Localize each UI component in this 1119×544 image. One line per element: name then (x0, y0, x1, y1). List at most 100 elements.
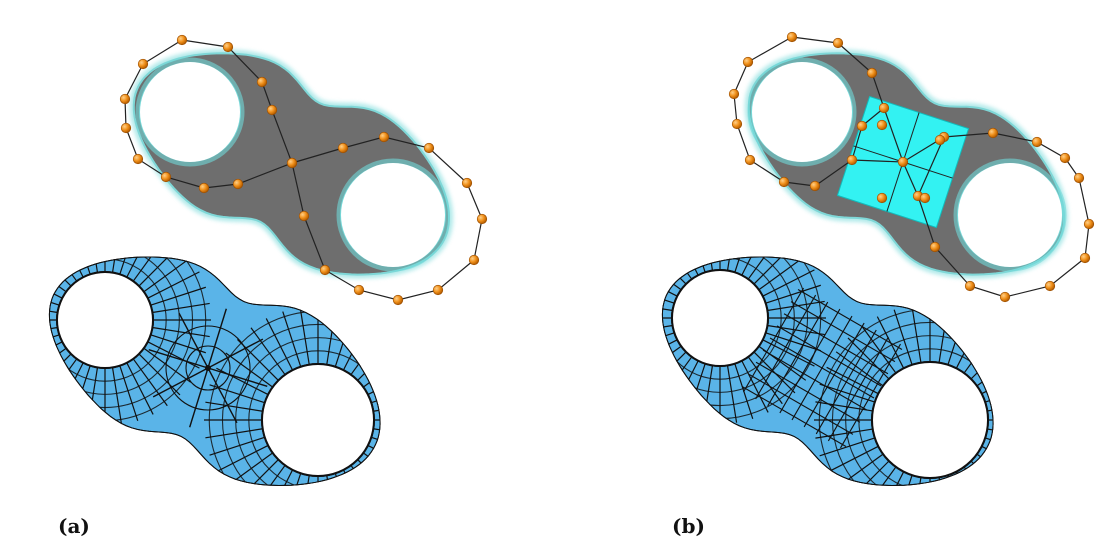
skeleton-node (897, 156, 909, 168)
quad-mesh-b (661, 256, 994, 486)
skeleton-b (728, 31, 1095, 303)
mesh-spoke (765, 332, 821, 352)
mesh-spoke (947, 474, 967, 486)
mesh-spoke (661, 256, 693, 280)
skeleton-node (392, 294, 404, 306)
skeleton-node (964, 280, 976, 292)
skeleton-node (832, 37, 844, 49)
grid-line (762, 349, 868, 411)
skeleton-node (137, 58, 149, 70)
mesh-spoke (661, 345, 682, 381)
mesh-spoke (661, 256, 682, 291)
skeleton-node (476, 213, 488, 225)
star-edge (189, 367, 209, 428)
mesh-spoke (265, 469, 294, 486)
grid-line (748, 373, 854, 435)
skeleton-node (468, 254, 480, 266)
mesh-spoke (367, 444, 381, 473)
skeleton-node (731, 118, 743, 130)
mesh-spoke (150, 334, 206, 354)
mesh-spoke (71, 256, 91, 275)
panel-a: (a) (48, 34, 488, 538)
mesh-spoke (350, 327, 381, 376)
mesh-spoke (334, 473, 354, 486)
hole (341, 163, 445, 267)
skeleton-node (1073, 172, 1085, 184)
skeleton-node (198, 182, 210, 194)
mesh-spoke (819, 383, 876, 403)
mesh-spoke (48, 302, 58, 314)
skeleton-node (256, 76, 268, 88)
mesh-spoke (661, 269, 678, 297)
mesh-spoke (847, 337, 890, 380)
skeleton-node (286, 157, 298, 169)
skeleton-node (120, 122, 132, 134)
mesh-spoke (48, 347, 67, 383)
grid-line (755, 361, 861, 423)
mesh-spoke (826, 366, 879, 395)
mesh-spoke (147, 341, 200, 369)
hole (140, 62, 240, 162)
hole (752, 62, 852, 162)
mesh-spoke (976, 453, 994, 486)
mesh-spoke (747, 256, 783, 280)
mesh-spoke (362, 352, 381, 388)
mesh-spoke (741, 256, 769, 276)
skeleton-node (1083, 218, 1095, 230)
mesh-spoke (911, 477, 922, 486)
skeleton-node (878, 102, 890, 114)
mesh-spoke (734, 256, 754, 273)
skeleton-node (232, 178, 244, 190)
mesh-spoke (342, 469, 371, 486)
skeleton-node (876, 119, 888, 131)
mesh-spoke (847, 460, 890, 486)
star-edge (207, 338, 264, 369)
skeleton-edge (883, 107, 904, 163)
mesh-spoke (976, 351, 994, 387)
skeleton-node (934, 134, 946, 146)
mesh-spoke (367, 367, 381, 396)
star-ring (185, 345, 231, 391)
skeleton-node (378, 131, 390, 143)
mesh-spoke (132, 256, 168, 282)
mesh-spoke (741, 360, 769, 413)
mesh-spoke (236, 459, 279, 486)
mesh-spoke (661, 356, 693, 405)
grid-line (769, 337, 875, 399)
skeleton-node (1044, 280, 1056, 292)
skeleton-node (1059, 152, 1071, 164)
mesh-spoke (48, 326, 58, 338)
mesh-spoke (48, 334, 60, 354)
mesh-spoke (767, 324, 825, 336)
mesh-spoke (326, 475, 337, 486)
star-edge (148, 349, 209, 369)
star-edge (207, 308, 227, 369)
mesh-spoke (893, 309, 913, 366)
skeleton-node (742, 56, 754, 68)
skeleton-edge (851, 159, 904, 163)
mesh-spoke (350, 464, 381, 486)
skeleton-node (876, 192, 888, 204)
skeleton-node (786, 31, 798, 43)
mesh-spoke (762, 269, 815, 297)
skeleton-node (298, 210, 310, 222)
mesh-spoke (981, 366, 994, 395)
mesh-spoke (209, 436, 265, 456)
mesh-spoke (299, 307, 310, 365)
star-edge (178, 312, 209, 369)
mesh-spoke (225, 352, 274, 388)
mesh-spoke (48, 341, 63, 369)
mesh-spoke (126, 362, 154, 415)
mesh-spoke (138, 353, 181, 396)
hole (958, 163, 1062, 267)
mesh-spoke (362, 452, 381, 486)
mesh-spoke (48, 358, 78, 407)
mesh-spoke (48, 256, 78, 282)
mesh-spoke (250, 327, 286, 376)
mesh-spoke (747, 356, 783, 405)
skeleton-node (132, 153, 144, 165)
mesh-spoke (119, 365, 139, 421)
mesh-spoke (671, 256, 699, 276)
hole-rim (747, 57, 857, 167)
mesh-spoke (938, 477, 949, 486)
